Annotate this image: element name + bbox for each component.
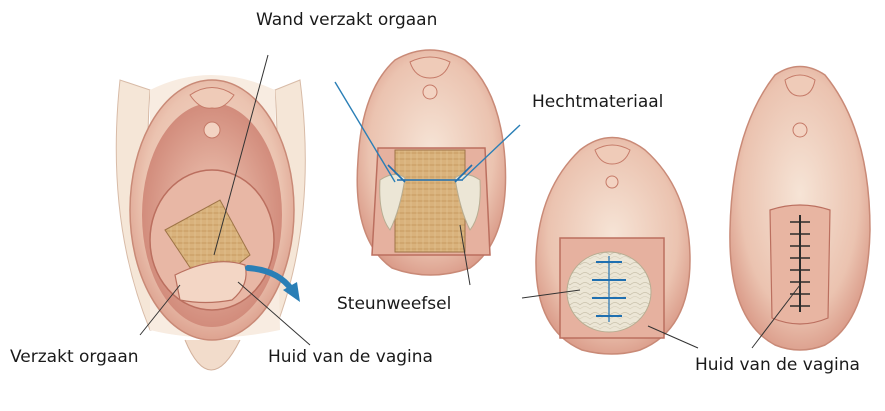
figure-3-mesh-sutured <box>536 138 690 355</box>
label-suture-material: Hechtmateriaal <box>532 92 663 112</box>
figure-4-closed-wound <box>730 67 870 351</box>
label-vaginal-skin-left: Huid van de vagina <box>268 347 433 367</box>
label-support-tissue: Steunweefsel <box>337 294 451 314</box>
figure-2-support-tissue <box>357 50 505 275</box>
label-vaginal-skin-right: Huid van de vagina <box>695 355 860 375</box>
label-wall-prolapsed-organ: Wand verzakt orgaan <box>256 10 437 30</box>
label-prolapsed-organ: Verzakt orgaan <box>10 347 139 367</box>
figure-1-open-wall <box>116 75 305 370</box>
